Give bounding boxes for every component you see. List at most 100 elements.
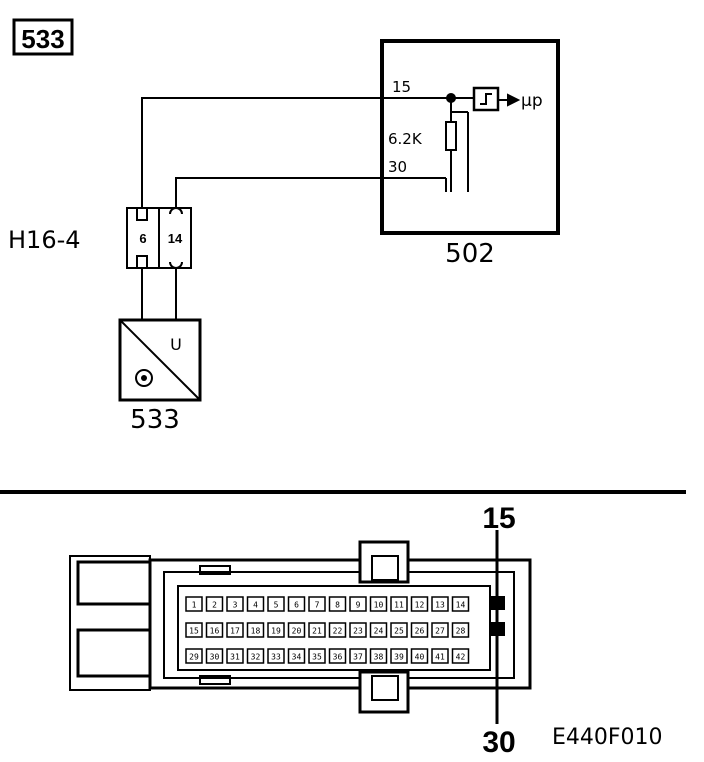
connector-pin-cell [185,596,203,612]
ecu-label: 502 [445,239,495,269]
connector-pin-number: 32 [251,653,261,662]
connector-pin-cell [431,648,449,664]
ecu-internal-circuit [382,86,521,192]
connector-pin-number: 2 [212,601,217,610]
connector-pin-right: 14 [168,231,183,246]
connector-pin-cell [349,596,367,612]
connector-pin-number: 33 [271,653,281,662]
connector-pin-number: 5 [274,601,279,610]
connector-pin-cell [369,596,388,612]
connector-pin-number: 36 [333,653,343,662]
connector-pin-cell [308,622,326,638]
sensor-symbol-u: U [170,335,182,354]
connector-pin-number: 1 [192,601,197,610]
ecu-pin-top-label: 15 [392,78,411,96]
connector-pin-cell [287,622,306,638]
ecu-box [380,39,560,235]
connector-pin-cell [328,596,347,612]
connector-pin-cell [390,648,408,664]
connector-pin-left: 6 [139,231,146,246]
connector-pin-cell [226,622,244,638]
connector-pin-number: 13 [435,601,445,610]
connector-pin-cell [349,622,367,638]
connector-pin-cell [287,648,306,664]
connector-pin-cell [328,648,347,664]
output-label: µp [521,91,543,111]
connector-pin-cell [246,596,265,612]
connector-label: H16-4 [8,226,81,254]
connector-pin-number: 22 [333,627,343,636]
connector-pin-number: 3 [233,601,238,610]
connector-pin-cell [246,622,265,638]
connector-pin-cell [369,622,388,638]
connector-pin-number: 34 [292,653,302,662]
connector-pin-number: 35 [312,653,322,662]
connector-pin-cell [308,596,326,612]
connector-pin-cell [185,648,203,664]
connector-pin-cell [226,648,244,664]
connector-pin-number: 40 [415,653,425,662]
figure-code: E440F010 [552,725,663,750]
connector-pin-number: 10 [374,601,384,610]
connector-pin-number: 28 [456,627,466,636]
connector-pin-number: 16 [210,627,220,636]
connector-pin-number: 6 [294,601,299,610]
connector-pin-number: 42 [456,653,466,662]
connector-pin-number: 8 [335,601,340,610]
connector-pin-number: 21 [312,627,322,636]
connector-pin-number: 29 [189,653,199,662]
connector-pin-number: 37 [353,653,363,662]
wires [141,97,382,320]
connector-pin-number: 30 [210,653,220,662]
ecu-connector-face [69,540,532,714]
connector-pin-cell [287,596,306,612]
connector-pin-cell [185,622,203,638]
connector-pin-cell [267,648,285,664]
pin-callout-top: 15 [482,502,515,535]
connector-pin-cell [205,648,224,664]
connector-pin-cell [205,622,224,638]
connector-pin-cell [410,622,429,638]
connector-pin-number: 38 [374,653,384,662]
resistor-label: 6.2K [388,130,423,148]
connector-pin-cell [246,648,265,664]
pin-30-marker [489,622,505,636]
tag-box-label: 533 [21,24,64,54]
connector-pin-number: 31 [230,653,240,662]
connector-pin-cell [451,596,470,612]
connector-pin-number: 18 [251,627,261,636]
connector-pin-cell [431,596,449,612]
sensor-533 [118,318,202,402]
connector-pin-cell [410,648,429,664]
ecu-pin-bottom-label: 30 [388,158,407,176]
connector-pin-number: 17 [230,627,240,636]
connector-pin-number: 23 [353,627,363,636]
connector-pin-cell [205,596,224,612]
connector-pin-number: 26 [415,627,425,636]
pin-callout-bottom: 30 [482,726,515,759]
connector-h16-4 [126,207,192,269]
connector-pin-cell [451,622,470,638]
connector-pin-cell [369,648,388,664]
connector-pin-number: 19 [271,627,281,636]
connector-pin-number: 14 [456,601,466,610]
connector-pin-number: 7 [315,601,320,610]
connector-pin-number: 11 [394,601,404,610]
sensor-label: 533 [130,405,180,435]
connector-pin-number: 20 [292,627,302,636]
connector-pin-number: 15 [189,627,199,636]
connector-pin-cell [410,596,429,612]
connector-pin-number: 9 [356,601,361,610]
connector-pin-number: 12 [415,601,425,610]
connector-pin-number: 27 [435,627,445,636]
connector-pin-number: 25 [394,627,404,636]
connector-pin-cell [308,648,326,664]
connector-pin-cell [328,622,347,638]
connector-pin-cell [267,596,285,612]
connector-pin-cell [226,596,244,612]
connector-pin-number: 24 [374,627,384,636]
connector-pin-number: 39 [394,653,404,662]
connector-pin-cell [349,648,367,664]
